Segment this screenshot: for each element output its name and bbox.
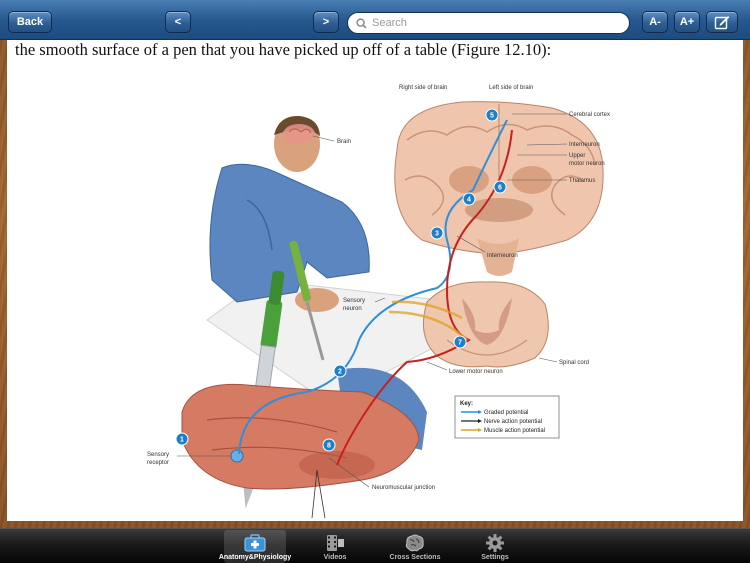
label-sensory-receptor-2: receptor [147,460,169,466]
tab-label-anatomy: Anatomy&Physiology [218,554,292,561]
tab-videos[interactable]: Videos [304,530,366,563]
top-toolbar: Back < > A- A+ [0,0,750,40]
label-upper-motor: Upper [569,153,585,159]
previous-page-button[interactable]: < [165,11,191,33]
step-label-7: 7 [458,340,462,347]
edit-icon [714,15,730,29]
edit-note-button[interactable] [706,11,738,33]
tab-label-cross-sections: Cross Sections [389,554,441,561]
key-nerve: Nerve action potential [484,419,542,425]
brain-icon [403,533,427,553]
step-badge-2 [333,364,347,378]
label-sensory-receptor: Sensory [147,452,169,458]
step-label-6: 6 [498,185,502,192]
step-label-5: 5 [490,113,494,120]
increase-font-button[interactable]: A+ [674,11,700,33]
step-label-1: 1 [180,437,184,444]
bottom-tab-bar: Anatomy&Physiology Videos Cross Sections [0,528,750,563]
book-page: the smooth surface of a pen that you hav… [7,40,743,521]
key-title: Key: [460,401,473,407]
step-label-4: 4 [467,197,471,204]
step-label-3: 3 [435,231,439,238]
label-interneuron-mid: Interneuron [487,253,518,259]
label-spinal-cord: Spinal cord [559,360,589,366]
step-label-2: 2 [338,369,342,376]
step-badge-4 [462,192,476,206]
step-badge-1 [175,432,189,446]
search-icon [356,17,367,29]
tab-label-settings: Settings [481,554,509,561]
step-badge-7 [453,335,467,349]
label-right-side: Right side of brain [399,85,447,91]
label-sensory-neuron-2: neuron [343,306,362,312]
medical-kit-icon [243,533,267,553]
next-page-button[interactable]: > [313,11,339,33]
label-thalamus: Thalamus [569,178,595,184]
search-input[interactable] [372,17,612,29]
figure-key: Key: Graded potential Nerve action poten… [454,395,560,439]
label-left-side: Left side of brain [489,85,533,91]
label-lower-motor: Lower motor neuron [449,369,503,375]
spinal-cord [422,281,549,368]
key-graded: Graded potential [484,410,528,416]
label-upper-motor-2: motor neuron [569,161,605,167]
tab-label-videos: Videos [323,554,347,561]
man-shirt [209,163,370,303]
film-icon [323,533,347,553]
tab-anatomy-physiology[interactable]: Anatomy&Physiology [219,530,291,563]
tab-cross-sections[interactable]: Cross Sections [384,530,446,563]
step-badge-3 [430,226,444,240]
label-brain: Brain [337,139,351,145]
gear-icon [483,533,507,553]
key-muscle: Muscle action potential [484,428,545,434]
label-cerebral-cortex: Cerebral cortex [569,112,610,118]
search-box[interactable] [347,12,630,34]
decrease-font-button[interactable]: A- [642,11,668,33]
step-badge-6 [493,180,507,194]
label-sensory-neuron: Sensory [343,298,365,304]
brain-highlight [283,124,315,144]
page-body-text: the smooth surface of a pen that you hav… [15,40,552,59]
back-button[interactable]: Back [8,11,52,33]
label-interneuron-top: Interneuron [569,142,600,148]
step-label-8: 8 [327,443,331,450]
label-neuromuscular-junction: Neuromuscular junction [372,485,435,491]
sensory-neuron-path [238,119,508,455]
step-badge-5 [485,108,499,122]
tab-settings[interactable]: Settings [464,530,526,563]
figure-illustration: Brain Sensory receptor Neuromuscular jun… [147,85,610,519]
step-badge-8 [322,438,336,452]
